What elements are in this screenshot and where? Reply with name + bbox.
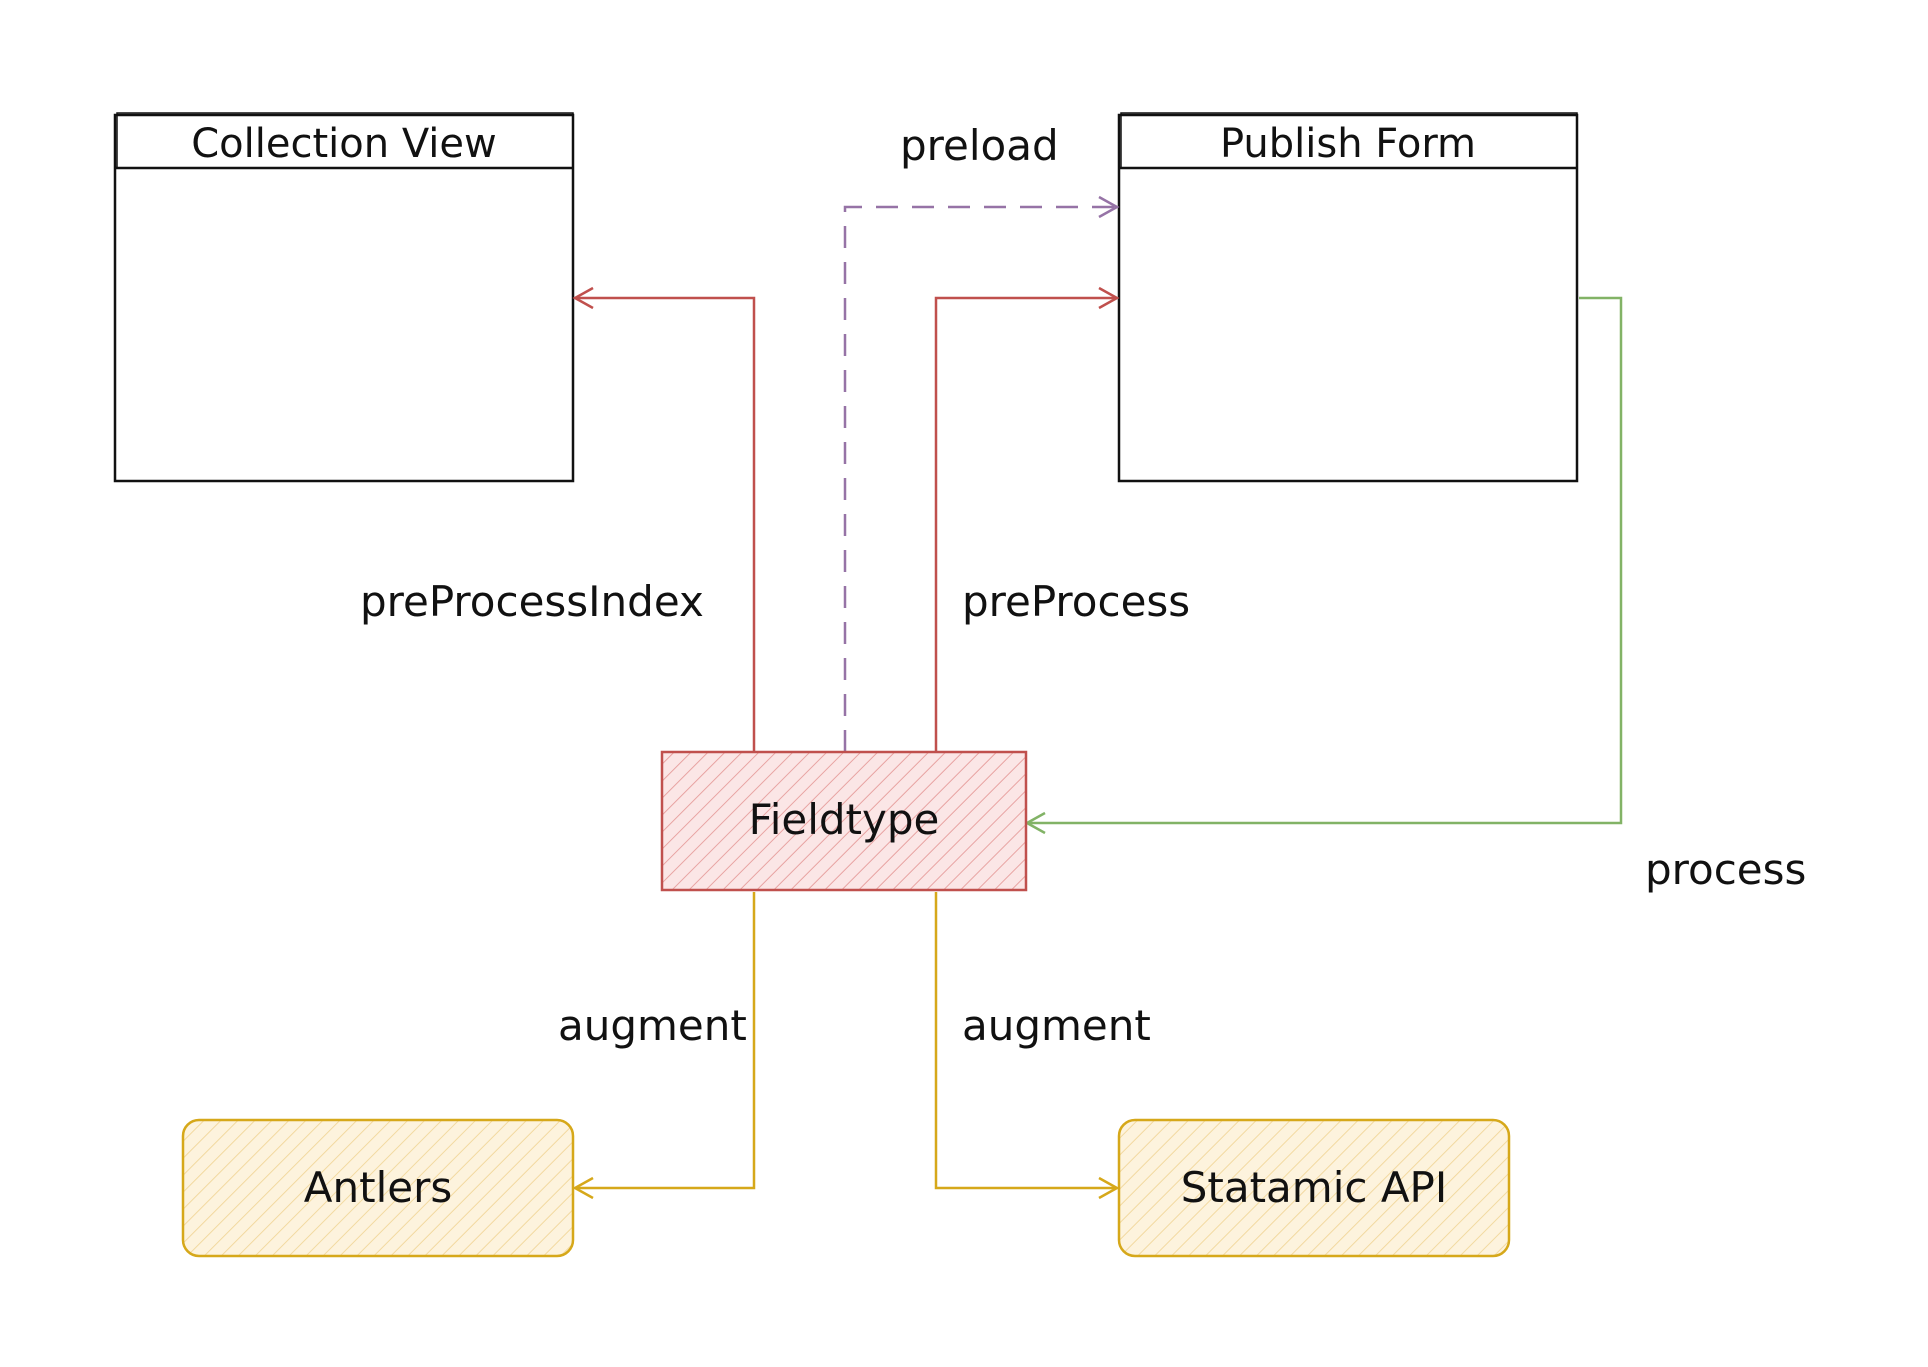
- preprocess-label: preProcess: [962, 577, 1190, 626]
- publish-form-title: Publish Form: [1220, 121, 1476, 167]
- preprocessindex-label: preProcessIndex: [360, 577, 704, 626]
- augment-right-label: augment: [962, 1001, 1151, 1050]
- fieldtype-label: Fieldtype: [749, 795, 940, 844]
- collection-view-title: Collection View: [191, 121, 497, 167]
- publish-form-window: Publish Form: [1117, 112, 1579, 483]
- statamic-api-node: Statamic API: [1117, 1118, 1511, 1258]
- statamic-api-label: Statamic API: [1181, 1163, 1448, 1212]
- antlers-label: Antlers: [304, 1163, 452, 1212]
- preload-label: preload: [900, 121, 1059, 170]
- preprocessindex-arrow: [572, 286, 756, 752]
- antlers-node: Antlers: [181, 1118, 575, 1258]
- augment-antlers-arrow: [572, 892, 756, 1200]
- augment-left-label: augment: [558, 1001, 747, 1050]
- augment-statamic-api-arrow: [934, 892, 1120, 1200]
- fieldtype-node: Fieldtype: [660, 750, 1028, 892]
- preload-arrow: [843, 195, 1120, 752]
- collection-view-window: Collection View: [113, 112, 575, 483]
- preprocess-arrow: [934, 286, 1120, 752]
- process-label: process: [1645, 845, 1806, 894]
